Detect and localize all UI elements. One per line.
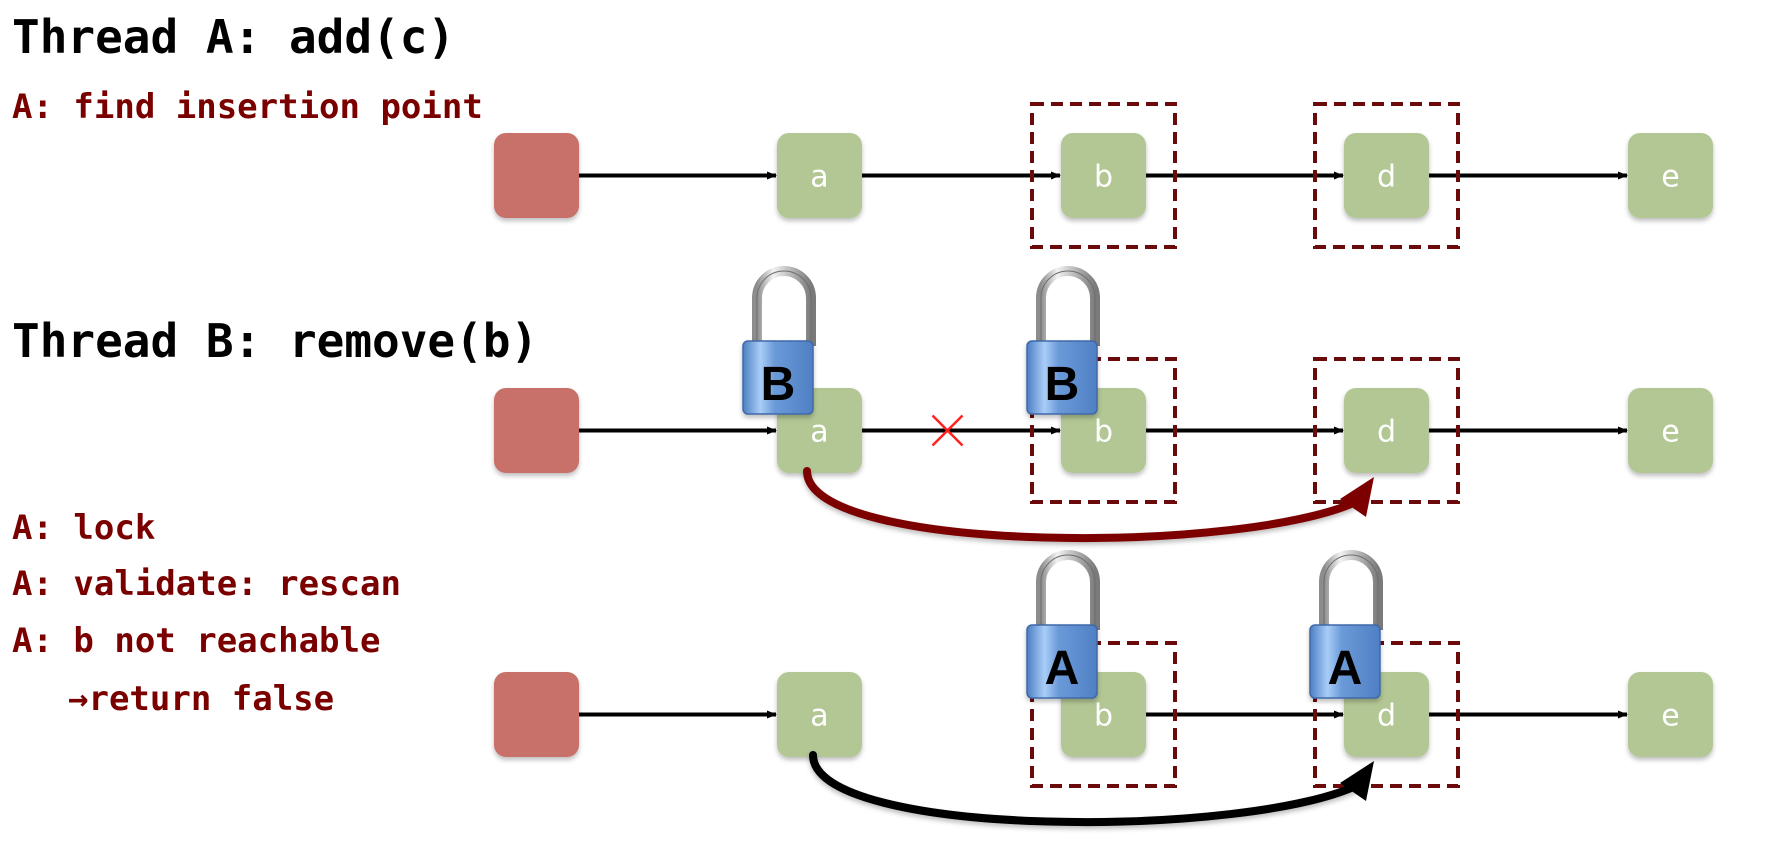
locked-window-box-b [1030,102,1177,249]
node-e: e [1628,133,1713,218]
row-remove: a b d e B B [494,266,1713,542]
thread-b-title: Thread B: remove(b) [12,314,539,368]
node-label: a [810,699,828,734]
node-label: d [1377,160,1396,195]
head-node-box [494,672,579,757]
step-validate-rescan: A: validate: rescan [12,564,401,604]
node-box [1628,133,1713,218]
step-find-insertion-point: A: find insertion point [12,87,483,127]
locked-window-box-d [1313,357,1460,504]
lock-owner-label: A [1328,642,1363,695]
node-box [1344,388,1429,473]
node-a: a [777,133,862,218]
lock-owner-label: A [1045,642,1080,695]
head-node-box [494,133,579,218]
node-label: e [1661,160,1679,195]
lock-icon-b: B [1026,266,1100,415]
removed-link-cross-icon [931,414,964,447]
thread-a-title: Thread A: add(c) [12,10,456,64]
node-box [1628,672,1713,757]
step-b-not-reachable: A: b not reachable [12,621,381,661]
head-node-box [494,388,579,473]
locked-window-box-d [1313,102,1460,249]
node-a: a [777,672,862,757]
node-box [777,672,862,757]
lock-owner-label: B [761,358,796,411]
locked-window-box-b [1030,641,1177,788]
head-node [494,388,579,473]
step-return-false: →return false [68,679,335,719]
node-label: b [1094,699,1113,734]
locked-window-box-b [1030,357,1177,504]
node-d: d [1344,388,1429,473]
node-e: e [1628,388,1713,473]
node-d: d [1344,133,1429,218]
head-node [494,672,579,757]
node-box [1061,133,1146,218]
node-box [1628,388,1713,473]
node-label: e [1661,415,1679,450]
node-label: d [1377,415,1396,450]
lock-icon-a: A [1309,550,1383,699]
row-validate: a b d e A A [494,550,1713,826]
node-label: a [810,160,828,195]
node-label: d [1377,699,1396,734]
node-label: e [1661,699,1679,734]
node-box [1344,133,1429,218]
node-e: e [1628,672,1713,757]
locked-window-box-d [1313,641,1460,788]
lock-owner-label: B [1045,358,1080,411]
node-b: b [1061,133,1146,218]
lock-icon-b: B [742,266,816,415]
node-label: a [810,415,828,450]
node-box [777,133,862,218]
lock-icon-a: A [1026,550,1100,699]
node-label: b [1094,160,1113,195]
node-label: b [1094,415,1113,450]
head-node [494,133,579,218]
bypass-pointer-arrow [803,467,1374,542]
bypass-pointer-arrow [809,751,1374,826]
step-lock: A: lock [12,508,156,548]
